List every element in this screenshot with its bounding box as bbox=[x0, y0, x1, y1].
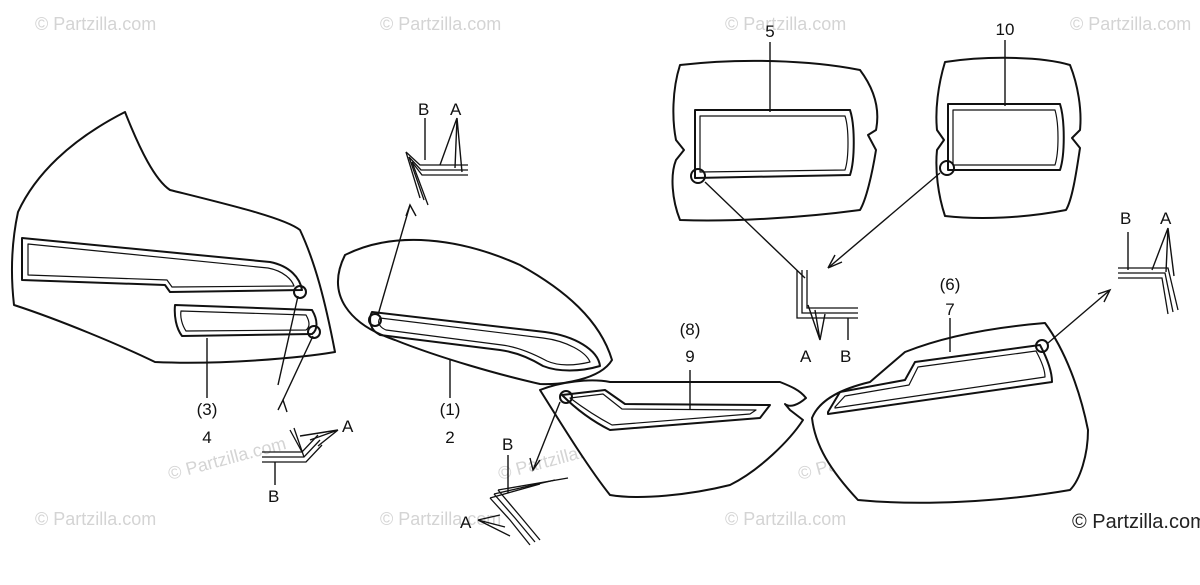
callout-part-4: 4 bbox=[202, 428, 211, 447]
watermark-top-1: © Partzilla.com bbox=[35, 14, 156, 34]
callout-ref-6: (6) bbox=[940, 275, 961, 294]
center-side-cover bbox=[337, 238, 613, 386]
detail-left-b: B bbox=[268, 487, 279, 506]
callout-part-7: 7 bbox=[945, 300, 954, 319]
detail-mid-b: B bbox=[840, 347, 851, 366]
callout-part-5: 5 bbox=[765, 22, 774, 41]
callout-ref-1: (1) bbox=[440, 400, 461, 419]
detail-right-b: B bbox=[1120, 209, 1131, 228]
detail-center-b: B bbox=[502, 435, 513, 454]
emblem-panel-5 bbox=[671, 59, 879, 222]
left-fairing-panel bbox=[10, 111, 336, 364]
part-callouts: (3) 4 (1) 2 (8) 9 5 10 (6) 7 bbox=[197, 20, 1015, 447]
detail-left-lower bbox=[262, 427, 339, 485]
emblem-panel-10 bbox=[935, 56, 1082, 219]
callout-part-10: 10 bbox=[996, 20, 1015, 39]
detail-center-a: A bbox=[460, 513, 472, 532]
detail-top-b: B bbox=[418, 100, 429, 119]
watermark-bottom-3: © Partzilla.com bbox=[725, 509, 846, 529]
callout-ref-3: (3) bbox=[197, 400, 218, 419]
watermark-top-3: © Partzilla.com bbox=[725, 14, 846, 34]
watermark-top-2: © Partzilla.com bbox=[380, 14, 501, 34]
lower-tail-cover bbox=[539, 379, 807, 498]
detail-mid-a: A bbox=[800, 347, 812, 366]
right-side-cover bbox=[811, 322, 1089, 504]
watermark-mid-1: © Partzilla.com bbox=[166, 433, 288, 484]
leader-lines bbox=[277, 172, 1112, 472]
watermark-bottom-1: © Partzilla.com bbox=[35, 509, 156, 529]
detail-top-a: A bbox=[450, 100, 462, 119]
detail-center-lower bbox=[477, 455, 569, 546]
detail-letters: B A A B B A A B B A bbox=[268, 100, 1172, 532]
callout-part-9: 9 bbox=[685, 347, 694, 366]
callout-leaders bbox=[206, 40, 1006, 410]
callout-part-2: 2 bbox=[445, 428, 454, 447]
detail-right bbox=[1118, 227, 1179, 315]
detail-top-center bbox=[405, 117, 468, 206]
watermark-top-4: © Partzilla.com bbox=[1070, 14, 1191, 34]
copyright-notice: © Partzilla.com bbox=[1072, 511, 1200, 533]
detail-center-right bbox=[796, 270, 858, 341]
detail-left-a: A bbox=[342, 417, 354, 436]
watermark-bottom-2: © Partzilla.com bbox=[380, 509, 501, 529]
callout-ref-8: (8) bbox=[680, 320, 701, 339]
detail-right-a: A bbox=[1160, 209, 1172, 228]
